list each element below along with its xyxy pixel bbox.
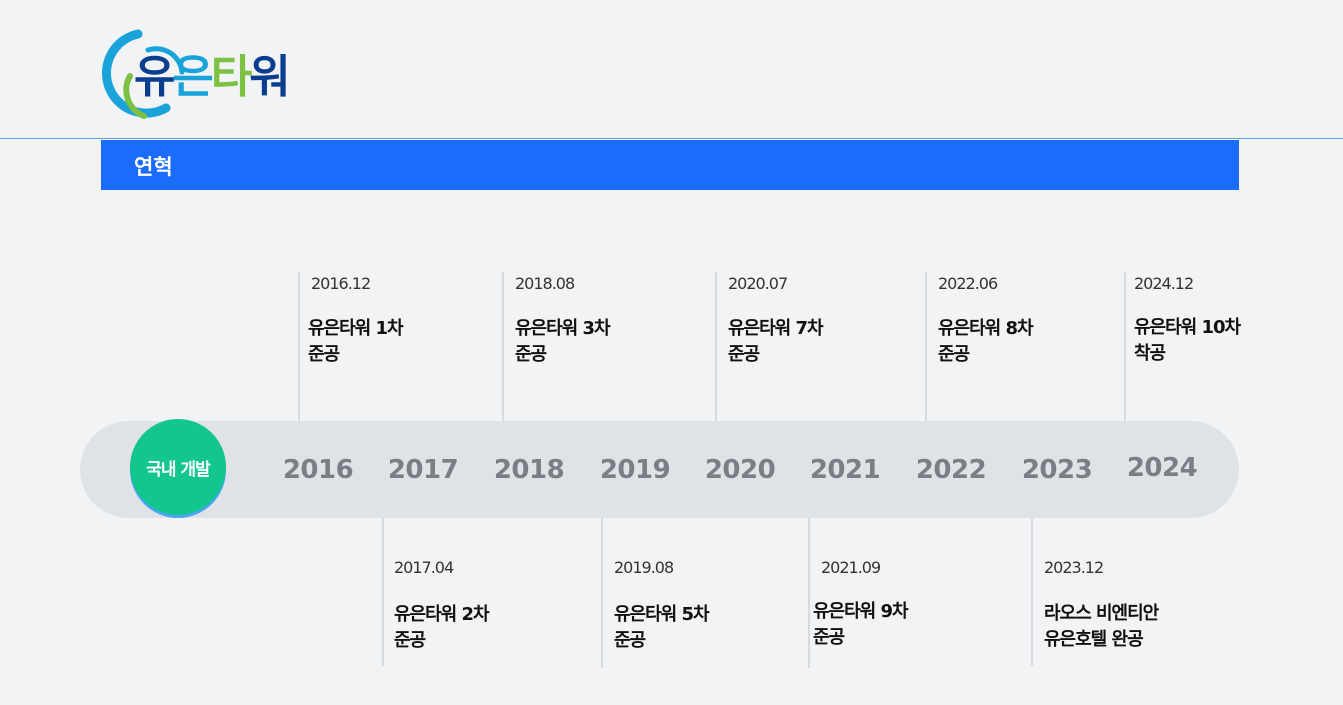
connector-line — [1031, 518, 1033, 666]
event-description: 유은타워 3차 준공 — [515, 316, 611, 368]
event-line-2: 준공 — [614, 630, 646, 651]
event-date: 2018.08 — [515, 274, 575, 293]
event-line-2: 준공 — [394, 630, 426, 651]
event-line-1: 유은타워 10차 — [1134, 317, 1241, 338]
connector-line — [298, 272, 300, 421]
connector-line — [502, 272, 504, 421]
event-description: 유은타워 8차 준공 — [938, 316, 1034, 368]
brand-wordmark: 유은타워 — [134, 40, 291, 105]
connector-line — [601, 518, 603, 668]
event-date: 2022.06 — [938, 274, 998, 293]
event-line-2: 준공 — [728, 344, 760, 365]
section-title: 연혁 — [134, 155, 173, 179]
event-line-1: 유은타워 3차 — [515, 318, 611, 339]
event-description: 유은타워 9차 준공 — [813, 599, 909, 651]
event-description: 유은타워 5차 준공 — [614, 602, 710, 654]
event-date: 2020.07 — [728, 274, 788, 293]
brand-char-1: 유 — [134, 50, 175, 103]
year-label: 2024 — [1126, 453, 1198, 483]
event-line-2: 준공 — [813, 627, 845, 648]
event-date: 2019.08 — [614, 558, 674, 577]
domestic-development-badge: 국내 개발 — [130, 419, 226, 515]
brand-char-4: 워 — [249, 50, 290, 103]
brand-char-2: 은 — [172, 50, 213, 103]
timeline-track — [80, 421, 1239, 518]
event-line-2: 유은호텔 완공 — [1044, 629, 1144, 650]
event-line-1: 유은타워 8차 — [938, 318, 1034, 339]
header-divider — [0, 138, 1343, 139]
year-label: 2019 — [599, 455, 671, 485]
logo-swirl-icon — [102, 29, 185, 119]
event-line-2: 준공 — [308, 344, 340, 365]
event-line-1: 유은타워 2차 — [394, 604, 490, 625]
event-line-1: 유은타워 1차 — [308, 318, 404, 339]
event-line-2: 준공 — [938, 344, 970, 365]
event-line-1: 라오스 비엔티안 — [1044, 603, 1159, 624]
brand-char-3: 타 — [210, 50, 252, 103]
year-label: 2017 — [387, 455, 459, 485]
connector-line — [715, 272, 717, 421]
year-label: 2018 — [493, 455, 565, 485]
event-line-1: 유은타워 7차 — [728, 318, 824, 339]
year-label: 2021 — [809, 455, 881, 485]
event-description: 유은타워 10차 착공 — [1134, 315, 1241, 367]
event-description: 유은타워 2차 준공 — [394, 602, 490, 654]
connector-line — [808, 518, 810, 668]
connector-line — [925, 272, 927, 421]
event-date: 2016.12 — [311, 274, 371, 293]
event-date: 2024.12 — [1134, 274, 1194, 293]
event-line-2: 준공 — [515, 344, 547, 365]
event-line-1: 유은타워 5차 — [614, 604, 710, 625]
year-label: 2020 — [704, 455, 776, 485]
event-line-1: 유은타워 9차 — [813, 601, 909, 622]
year-label: 2022 — [915, 455, 987, 485]
year-label: 2016 — [282, 455, 354, 485]
event-description: 유은타워 1차 준공 — [308, 316, 404, 368]
event-date: 2021.09 — [821, 558, 881, 577]
event-description: 라오스 비엔티안 유은호텔 완공 — [1044, 601, 1159, 653]
connector-line — [382, 518, 384, 666]
event-date: 2023.12 — [1044, 558, 1104, 577]
brand-logo[interactable]: 유은타워 — [86, 28, 326, 120]
event-date: 2017.04 — [394, 558, 454, 577]
event-description: 유은타워 7차 준공 — [728, 316, 824, 368]
section-header-bar: 연혁 — [101, 140, 1239, 190]
year-label: 2023 — [1021, 455, 1093, 485]
event-line-2: 착공 — [1134, 343, 1166, 364]
connector-line — [1124, 272, 1126, 421]
